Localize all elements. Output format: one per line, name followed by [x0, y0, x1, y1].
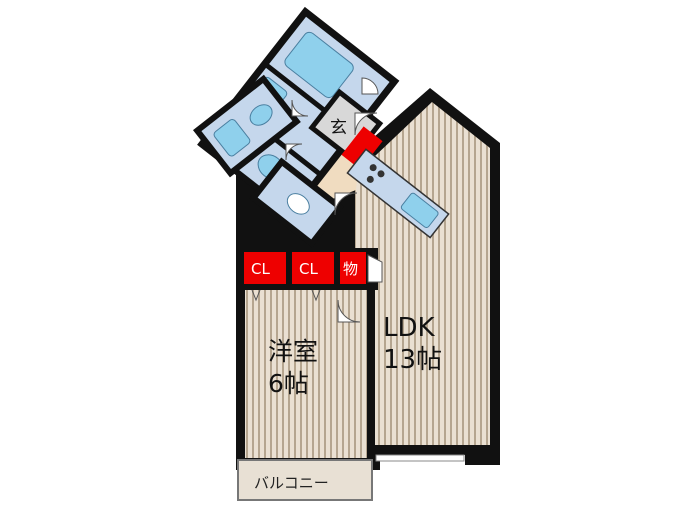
balcony — [237, 459, 373, 501]
storage-door-icon — [367, 254, 383, 283]
shoe-cabinet — [341, 126, 383, 170]
storage-label: 物 — [343, 260, 358, 278]
stove-burner-icon — [377, 170, 385, 178]
stove-burner-icon — [366, 175, 374, 183]
closet-door-icon — [251, 289, 321, 302]
toilet2-bowl — [286, 193, 310, 215]
western-room-name: 洋室 — [268, 337, 318, 366]
lavatory-mirror-icon — [249, 104, 273, 126]
closet-1 — [244, 252, 286, 284]
balcony-label: バルコニー — [254, 474, 329, 492]
door-swing-icon — [361, 77, 379, 95]
bathtub — [284, 31, 354, 99]
closet-1-label: CL — [251, 260, 270, 278]
storage-closet — [340, 252, 366, 284]
lavatory-basin — [213, 119, 251, 157]
door-swing-icon — [285, 143, 303, 161]
closet-2-label: CL — [299, 260, 318, 278]
door-swing-icon — [291, 99, 309, 117]
door-swing-icon — [354, 112, 378, 136]
ldk-room-size: 13帖 — [383, 345, 442, 375]
ldk-room-name: LDK — [383, 313, 436, 343]
door-swing-icon — [334, 192, 358, 216]
entrance-label: 玄 — [330, 118, 347, 138]
closet-2 — [292, 252, 334, 284]
ldk-window — [375, 454, 465, 462]
door-swing-icon — [337, 299, 361, 323]
kitchen-sink — [400, 192, 439, 229]
stove-burner-icon — [369, 164, 377, 172]
western-room-size: 6帖 — [268, 369, 309, 398]
